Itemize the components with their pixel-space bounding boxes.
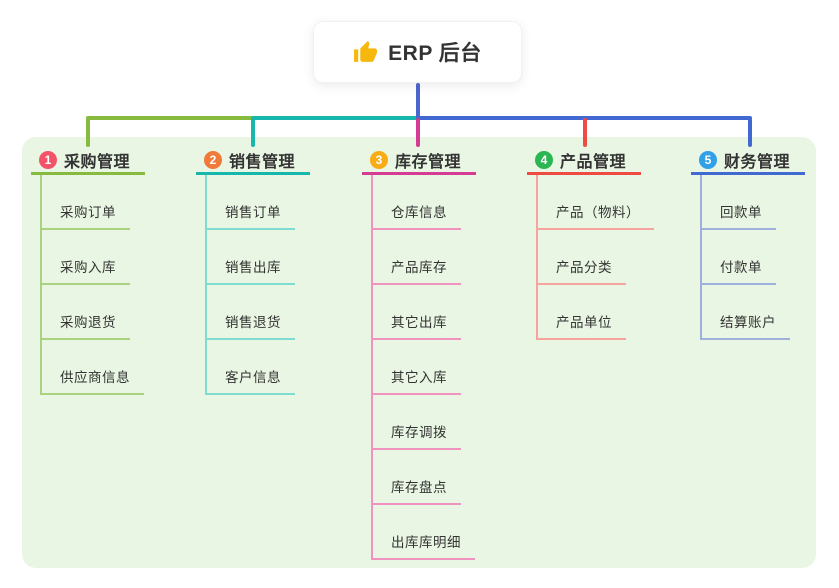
tree-item[interactable]: 结算账户 <box>702 285 790 340</box>
branch: 1 采购管理 采购订单采购入库采购退货供应商信息 <box>31 147 145 395</box>
branch-title-text: 采购管理 <box>64 153 131 171</box>
branch-number-badge: 2 <box>204 150 222 169</box>
connector-line <box>251 118 255 147</box>
tree-item[interactable]: 销售订单 <box>207 175 295 230</box>
branch-title[interactable]: 3 库存管理 <box>362 147 476 175</box>
branch-number-badge: 3 <box>370 150 388 169</box>
branch-number-badge: 5 <box>699 150 717 169</box>
connector-line <box>416 118 420 147</box>
tree-item[interactable]: 库存盘点 <box>373 450 461 505</box>
branch-items: 销售订单销售出库销售退货客户信息 <box>205 175 295 395</box>
branch-title-text: 销售管理 <box>229 153 296 171</box>
branch-items: 产品（物料）产品分类产品单位 <box>536 175 654 340</box>
branch: 4 产品管理 产品（物料）产品分类产品单位 <box>527 147 654 340</box>
root-node[interactable]: ERP 后台 <box>313 21 522 83</box>
branch-title-text: 库存管理 <box>395 153 462 171</box>
tree-item[interactable]: 其它出库 <box>373 285 461 340</box>
tree-item[interactable]: 出库库明细 <box>373 505 475 560</box>
tree-item[interactable]: 销售退货 <box>207 285 295 340</box>
connector-line <box>583 118 587 147</box>
tree-item[interactable]: 客户信息 <box>207 340 295 395</box>
branch: 3 库存管理 仓库信息产品库存其它出库其它入库库存调拨库存盘点出库库明细 <box>362 147 476 560</box>
tree-item[interactable]: 产品库存 <box>373 230 461 285</box>
branch-number-badge: 1 <box>39 150 57 169</box>
branch-title-text: 财务管理 <box>724 153 791 171</box>
connector-line <box>416 83 420 118</box>
tree-item[interactable]: 其它入库 <box>373 340 461 395</box>
thumbs-up-icon <box>353 40 378 65</box>
tree-item[interactable]: 产品（物料） <box>538 175 654 230</box>
branch: 2 销售管理 销售订单销售出库销售退货客户信息 <box>196 147 310 395</box>
tree-item[interactable]: 供应商信息 <box>42 340 144 395</box>
branch-items: 仓库信息产品库存其它出库其它入库库存调拨库存盘点出库库明细 <box>371 175 475 560</box>
branch-items: 采购订单采购入库采购退货供应商信息 <box>40 175 144 395</box>
tree-item[interactable]: 产品单位 <box>538 285 626 340</box>
tree-item[interactable]: 采购入库 <box>42 230 130 285</box>
connector-line <box>86 116 253 120</box>
branch-items: 回款单付款单结算账户 <box>700 175 790 340</box>
tree-item[interactable]: 产品分类 <box>538 230 626 285</box>
branches-panel <box>22 137 816 568</box>
tree-item[interactable]: 销售出库 <box>207 230 295 285</box>
connector-line <box>251 116 418 120</box>
connector-line <box>86 118 90 147</box>
branch-title-text: 产品管理 <box>560 153 627 171</box>
branch-number-badge: 4 <box>535 150 553 169</box>
branch-title[interactable]: 5 财务管理 <box>691 147 805 175</box>
tree-item[interactable]: 仓库信息 <box>373 175 461 230</box>
tree-item[interactable]: 采购订单 <box>42 175 130 230</box>
root-title: ERP 后台 <box>388 42 482 65</box>
tree-item[interactable]: 回款单 <box>702 175 776 230</box>
connector-line <box>748 118 752 147</box>
tree-item[interactable]: 库存调拨 <box>373 395 461 450</box>
tree-item[interactable]: 采购退货 <box>42 285 130 340</box>
branch-title[interactable]: 4 产品管理 <box>527 147 641 175</box>
branch-title[interactable]: 1 采购管理 <box>31 147 145 175</box>
branch-title[interactable]: 2 销售管理 <box>196 147 310 175</box>
tree-item[interactable]: 付款单 <box>702 230 776 285</box>
branch: 5 财务管理 回款单付款单结算账户 <box>691 147 805 340</box>
